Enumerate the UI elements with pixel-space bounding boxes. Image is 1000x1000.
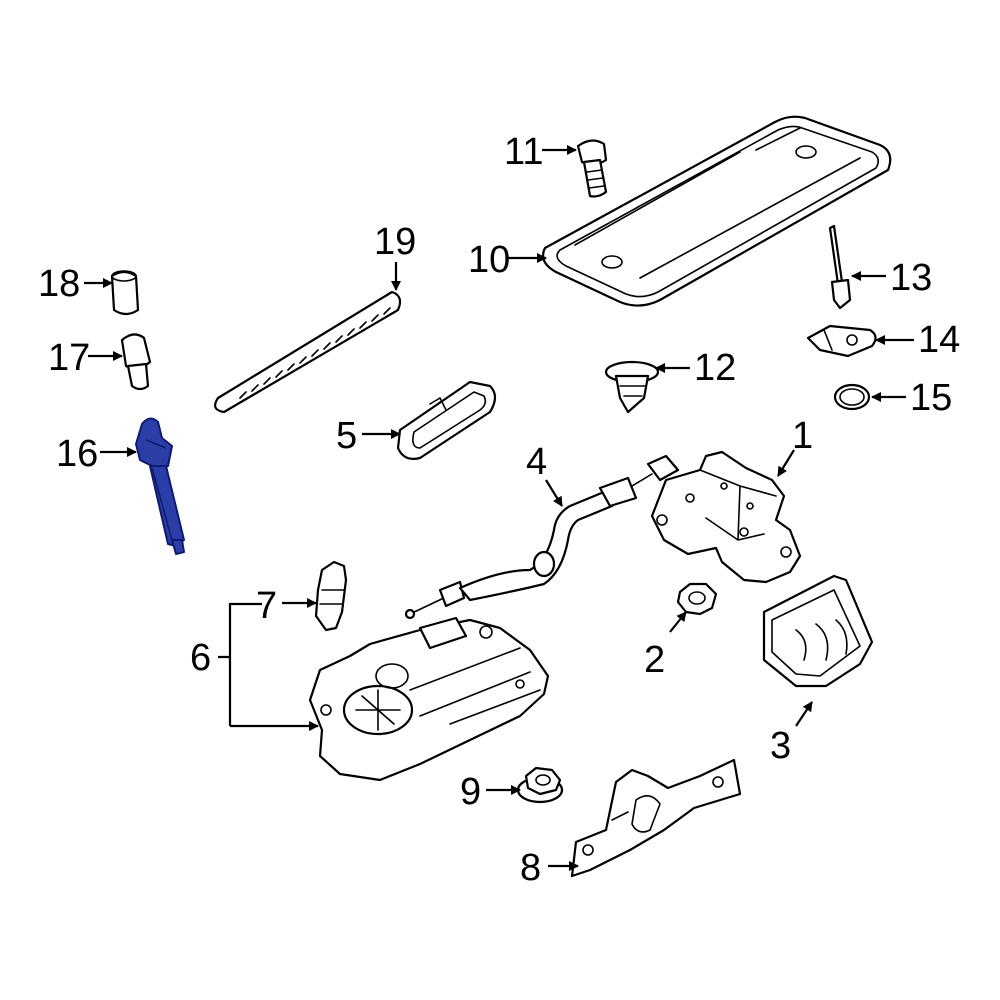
- callout-labels: 1 2 3 4 5 6 7 8 9 10 11 12 13 14 15 16 1…: [38, 131, 960, 889]
- part-19-threaded-rod[interactable]: [214, 290, 402, 414]
- callout-12[interactable]: 12: [694, 347, 736, 389]
- part-12-push-clip[interactable]: [604, 360, 660, 414]
- leader-3: [795, 701, 813, 727]
- callout-2[interactable]: 2: [644, 639, 665, 681]
- part-10-cover-panel[interactable]: [541, 115, 892, 307]
- callout-4[interactable]: 4: [526, 441, 547, 483]
- bracket-6: [218, 602, 262, 726]
- callout-16[interactable]: 16: [56, 433, 98, 475]
- callout-7[interactable]: 7: [256, 585, 277, 627]
- part-4-cable[interactable]: [404, 454, 680, 620]
- part-15-o-ring[interactable]: [833, 383, 871, 411]
- callout-6[interactable]: 6: [190, 637, 211, 679]
- callout-8[interactable]: 8: [520, 847, 541, 889]
- callout-11[interactable]: 11: [504, 131, 543, 173]
- part-16-actuator-rod[interactable]: [135, 417, 185, 555]
- part-13-pin[interactable]: [828, 224, 852, 310]
- callout-13[interactable]: 13: [890, 257, 932, 299]
- callout-14[interactable]: 14: [918, 319, 960, 361]
- callout-18[interactable]: 18: [38, 263, 80, 305]
- callout-17[interactable]: 17: [48, 337, 90, 379]
- part-11-bolt[interactable]: [576, 139, 608, 198]
- part-1-latch-assembly[interactable]: [650, 450, 802, 584]
- leader-1: [777, 449, 795, 477]
- leader-4: [545, 479, 563, 507]
- part-14-clip[interactable]: [806, 324, 877, 358]
- callout-3[interactable]: 3: [770, 725, 791, 767]
- callout-15[interactable]: 15: [910, 377, 952, 419]
- part-2-nut[interactable]: [676, 582, 718, 616]
- callout-1[interactable]: 1: [792, 415, 813, 457]
- callout-5[interactable]: 5: [336, 415, 357, 457]
- part-18-cap[interactable]: [110, 270, 140, 316]
- callout-10[interactable]: 10: [468, 239, 510, 281]
- part-3-bumper[interactable]: [762, 574, 874, 688]
- part-5-handle-bezel[interactable]: [396, 380, 497, 460]
- part-8-bracket[interactable]: [570, 758, 742, 878]
- leader-lines: [84, 145, 914, 871]
- leader-2: [669, 611, 687, 633]
- part-9-flange-nut[interactable]: [516, 766, 564, 804]
- callout-9[interactable]: 9: [460, 771, 481, 813]
- callout-19[interactable]: 19: [374, 221, 416, 263]
- part-17-plug[interactable]: [120, 333, 152, 391]
- part-7-sensor[interactable]: [314, 560, 348, 632]
- part-6-motor-assembly[interactable]: [308, 616, 550, 782]
